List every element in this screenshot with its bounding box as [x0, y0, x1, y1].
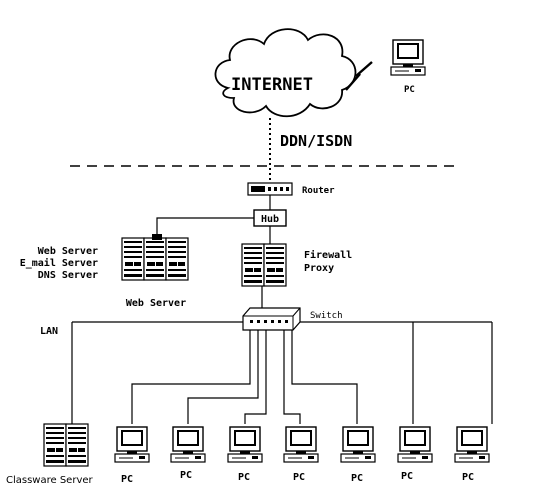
pc-label: PC	[293, 472, 305, 483]
internet-cloud	[214, 28, 357, 118]
web-server-label: Web Server	[126, 298, 186, 309]
pc-label: PC	[351, 473, 363, 484]
remote-pc-icon	[390, 39, 426, 76]
classware-server-label: Classware Server	[6, 475, 94, 486]
pc-icon	[340, 426, 376, 463]
wireless-link-icon	[345, 61, 373, 91]
router-icon	[247, 182, 293, 196]
pc-icon	[454, 426, 490, 463]
firewall-label: Firewall	[304, 249, 352, 261]
pc-icon	[283, 426, 319, 463]
switch-icon	[242, 307, 301, 331]
pc-icon	[114, 426, 150, 463]
pc-icon	[227, 426, 263, 463]
classware-server-icon	[43, 423, 89, 467]
server-role-email: E_mail Server	[20, 257, 98, 269]
hub-webserver-link	[156, 217, 254, 238]
remote-pc-label: PC	[404, 85, 415, 95]
pc-label: PC	[180, 470, 192, 481]
server-role-web: Web Server	[38, 246, 98, 257]
pc-label: PC	[238, 472, 250, 483]
pc-label: PC	[121, 474, 133, 485]
pc-icon	[397, 426, 433, 463]
pc-icon	[170, 426, 206, 463]
proxy-label: Proxy	[304, 263, 334, 274]
web-server-icon	[121, 234, 189, 281]
lan-label: LAN	[40, 326, 58, 337]
firewall-icon	[241, 243, 287, 287]
server-role-dns: DNS Server	[38, 270, 98, 281]
pc-label: PC	[462, 472, 474, 483]
ddn-isdn-label: DDN/ISDN	[280, 132, 352, 150]
hub-label: Hub	[261, 214, 279, 225]
switch-label: Switch	[310, 311, 343, 321]
router-label: Router	[302, 186, 335, 196]
internet-label: INTERNET	[231, 75, 313, 95]
lan-cabling	[71, 322, 493, 424]
pc-label: PC	[401, 471, 413, 482]
